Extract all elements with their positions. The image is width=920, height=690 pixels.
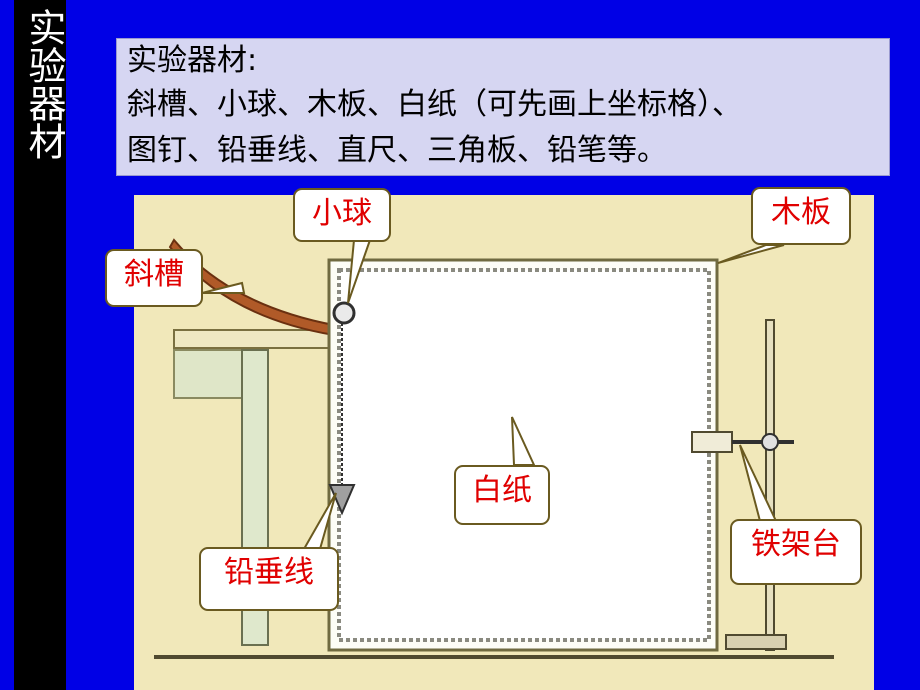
materials-box: 实验器材: 斜槽、小球、木板、白纸（可先画上坐标格）、 图钉、铅垂线、直尺、三角…: [116, 38, 890, 176]
stand-base: [725, 634, 787, 650]
label-chute: 斜槽: [105, 249, 203, 307]
materials-line-2: 图钉、铅垂线、直尺、三角板、铅笔等。: [127, 133, 667, 168]
slide-title: 实验器材: [22, 8, 66, 160]
stand-rod: [765, 319, 775, 651]
label-plumb: 铅垂线: [199, 547, 339, 611]
table-frame: [173, 349, 247, 399]
clamp-knob: [761, 433, 779, 451]
label-paper: 白纸: [454, 465, 550, 525]
clamp-jaw: [691, 431, 733, 453]
materials-heading: 实验器材:: [127, 43, 258, 78]
pointer-board: [717, 244, 785, 264]
apparatus-drawing: [154, 238, 834, 659]
sidebar: 实验器材: [14, 0, 66, 690]
pointer-chute: [201, 281, 246, 294]
table-top: [173, 329, 335, 349]
apparatus-figure: 小球 木板 斜槽 白纸 铁架台 铅垂线: [105, 187, 874, 690]
label-ball: 小球: [293, 188, 391, 242]
label-stand: 铁架台: [730, 519, 862, 585]
ball: [332, 301, 356, 325]
label-board: 木板: [751, 187, 851, 245]
materials-line-1: 斜槽、小球、木板、白纸（可先画上坐标格）、: [127, 87, 742, 122]
plumb-bob: [328, 484, 356, 516]
